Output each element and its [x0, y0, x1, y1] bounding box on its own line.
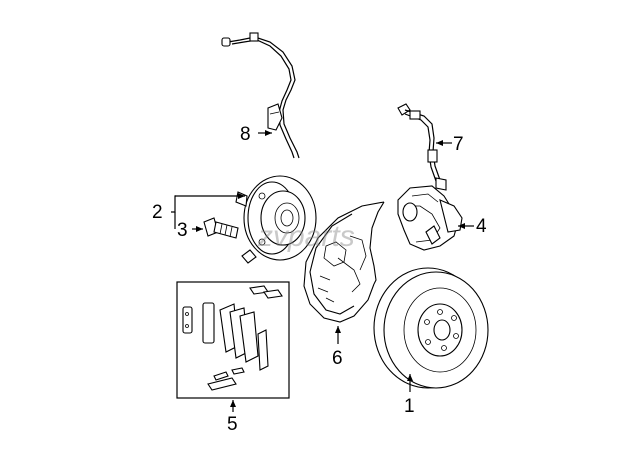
brake-rotor-illustration — [373, 267, 489, 389]
watermark-logo: zvparts — [257, 220, 355, 253]
backing-plate-illustration — [303, 201, 385, 323]
bracket-hub — [171, 195, 176, 213]
callout-label-pads-kit: 5 — [227, 414, 238, 435]
callout-label-abs-sensor: 8 — [240, 124, 251, 145]
hub-bolt-illustration — [203, 217, 239, 239]
hub-bearing-illustration — [235, 175, 317, 264]
callout-label-rotor: 1 — [404, 396, 415, 417]
callout-label-brake-hose: 7 — [453, 134, 464, 155]
brake-pads-kit-illustration — [176, 281, 290, 399]
abs-sensor-illustration — [221, 32, 300, 159]
caliper-illustration — [397, 185, 463, 251]
callout-label-bolt: 3 — [177, 220, 188, 241]
callout-label-backing-plate: 6 — [332, 348, 343, 369]
callout-label-hub: 2 — [152, 202, 163, 223]
callout-label-caliper: 4 — [476, 216, 487, 237]
brake-hose-illustration — [397, 103, 447, 191]
